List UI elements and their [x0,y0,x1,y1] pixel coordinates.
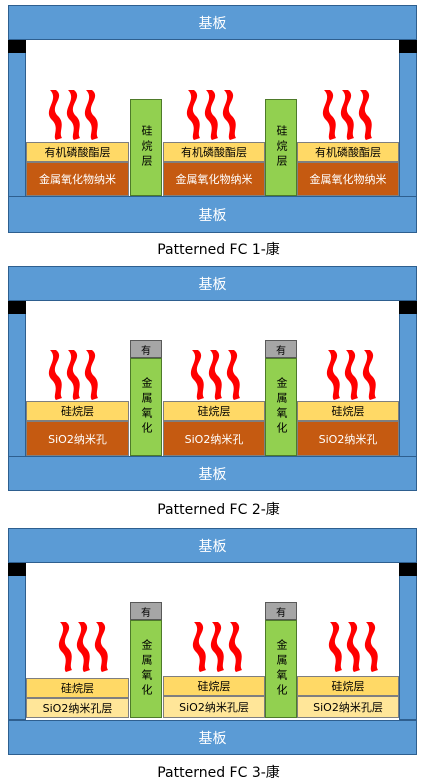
heat-icon [48,350,98,400]
left-wall [8,301,26,458]
metal-oxide-layer: 金属氧化物纳米 [297,162,399,196]
heat-icon [48,90,98,140]
metal-oxide-layer: 金属氧化物纳米 [163,162,265,196]
left-wall [8,40,26,198]
silane-pillar: 硅烷层 [130,99,162,196]
heat-icon [322,90,372,140]
panel-1: 基板 基板 有机磷酸酯层 金属氧化物纳米 硅烷层 有机磷酸酯层 金属氧化物纳米 … [0,0,437,258]
left-seal [8,563,26,576]
heat-icon [326,350,376,400]
right-seal [399,301,417,314]
right-seal [399,40,417,53]
sio2-nanopore-layer: SiO2纳米孔层 [163,696,265,718]
sio2-nanopore-layer: SiO2纳米孔 [26,421,129,456]
right-wall [399,301,417,458]
organic-phosphate-layer: 有机磷酸酯层 [297,142,399,162]
left-wall [8,563,26,720]
right-wall [399,40,417,198]
sio2-nanopore-layer: SiO2纳米孔层 [26,698,129,718]
metal-oxide-pillar: 金属氧化 [265,620,297,718]
metal-oxide-pillar: 金属氧化 [130,620,162,718]
right-seal [399,563,417,576]
left-seal [8,301,26,314]
bottom-substrate: 基板 [8,720,417,755]
heat-icon [58,622,108,672]
bottom-substrate: 基板 [8,196,417,233]
panel-3: 基板 基板 硅烷层 SiO2纳米孔层 有 金属氧化 硅烷层 SiO2纳米孔层 有… [0,524,437,781]
left-seal [8,40,26,53]
panel-caption: Patterned FC 1-康 [157,242,280,258]
top-substrate: 基板 [8,5,417,40]
bottom-substrate: 基板 [8,456,417,491]
silane-layer: 硅烷层 [26,401,129,421]
top-substrate: 基板 [8,266,417,301]
panel-caption: Patterned FC 3-康 [157,765,280,781]
silane-layer: 硅烷层 [297,401,399,421]
pillar-cap: 有 [130,602,162,620]
silane-layer: 硅烷层 [297,676,399,696]
sio2-nanopore-layer: SiO2纳米孔层 [297,696,399,718]
heat-icon [186,90,236,140]
silane-layer: 硅烷层 [26,678,129,698]
pillar-cap: 有 [265,340,297,358]
top-substrate: 基板 [8,528,417,563]
metal-oxide-pillar: 金属氧化 [130,358,162,456]
heat-icon [192,622,242,672]
silane-pillar: 硅烷层 [265,99,297,196]
panel-2: 基板 基板 硅烷层 SiO2纳米孔 有 金属氧化 硅烷层 SiO2纳米孔 有 金… [0,262,437,518]
heat-icon [328,622,378,672]
sio2-nanopore-layer: SiO2纳米孔 [163,421,265,456]
organic-phosphate-layer: 有机磷酸酯层 [26,142,129,162]
sio2-nanopore-layer: SiO2纳米孔 [297,421,399,456]
silane-layer: 硅烷层 [163,401,265,421]
right-wall [399,563,417,720]
pillar-cap: 有 [130,340,162,358]
panel-caption: Patterned FC 2-康 [157,502,280,518]
metal-oxide-pillar: 金属氧化 [265,358,297,456]
heat-icon [190,350,240,400]
silane-layer: 硅烷层 [163,676,265,696]
organic-phosphate-layer: 有机磷酸酯层 [163,142,265,162]
pillar-cap: 有 [265,602,297,620]
metal-oxide-layer: 金属氧化物纳米 [26,162,129,196]
